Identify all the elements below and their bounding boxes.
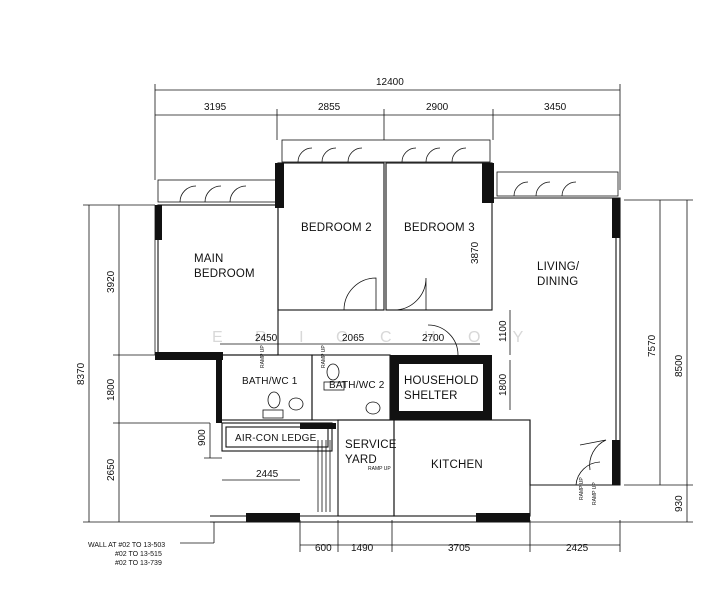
toilet-icon (326, 363, 340, 381)
svg-text:WALL AT #02 TO 13-503: WALL AT #02 TO 13-503 (88, 542, 165, 549)
dim-3705: 3705 (448, 543, 471, 554)
dim-right-chain: 7570 8500 930 (530, 199, 693, 523)
dim-2700: 2700 (422, 333, 445, 344)
dim-2900: 2900 (426, 102, 449, 113)
room-service-line2: YARD (345, 454, 377, 466)
dim-top-chain: 3195 2855 2900 3450 (155, 102, 620, 140)
room-living-line1: LIVING/ (537, 261, 580, 273)
dim-8370: 8370 (76, 362, 87, 385)
dim-interior: 2450 2065 2700 3870 1100 1800 2445 (220, 241, 511, 481)
dim-3450: 3450 (544, 102, 567, 113)
toilet-icon (267, 391, 281, 409)
dim-2650: 2650 (106, 458, 117, 481)
sink-icon (365, 401, 381, 415)
dim-2425: 2425 (566, 543, 589, 554)
dim-7570: 7570 (647, 334, 658, 357)
dim-2065: 2065 (342, 333, 365, 344)
dim-left-chain: 3920 1800 2650 (106, 205, 210, 522)
svg-text:RAMP UP: RAMP UP (592, 482, 598, 505)
fixtures (262, 363, 381, 419)
room-bath-1: BATH/WC 1 (242, 376, 298, 387)
room-shelter-line1: HOUSEHOLD (404, 375, 479, 387)
watermark: E R I C C H O Y (212, 329, 537, 346)
room-living-line2: DINING (537, 276, 578, 288)
svg-text:#02 TO 13-515: #02 TO 13-515 (115, 551, 162, 558)
room-bath-2: BATH/WC 2 (329, 380, 385, 391)
room-main-bedroom-line1: MAIN (194, 253, 224, 265)
dim-2450: 2450 (255, 333, 278, 344)
dim-left-total: 8370 (76, 204, 210, 523)
dim-8500: 8500 (674, 354, 685, 377)
dim-3195: 3195 (204, 102, 227, 113)
wall-notes: WALL AT #02 TO 13-503 #02 TO 13-515 #02 … (88, 522, 215, 567)
room-service-line1: SERVICE (345, 439, 397, 451)
room-bedroom-3: BEDROOM 3 (404, 222, 475, 234)
dim-1800-left: 1800 (106, 378, 117, 401)
door-swings (179, 147, 607, 486)
dim-1800-shelter: 1800 (498, 373, 509, 396)
room-aircon-ledge: AIR-CON LEDGE (235, 433, 317, 444)
room-labels: MAIN BEDROOM BEDROOM 2 BEDROOM 3 LIVING/… (194, 222, 580, 471)
structural-columns (155, 163, 620, 522)
dim-bottom-chain: 600 1490 3705 2425 (299, 520, 621, 554)
ramp-inline: RAMP UP (368, 466, 391, 472)
dim-2445: 2445 (256, 469, 279, 480)
room-main-bedroom-line2: BEDROOM (194, 268, 255, 280)
dim-2855: 2855 (318, 102, 341, 113)
dim-930: 930 (674, 495, 685, 512)
room-shelter-line2: SHELTER (404, 390, 458, 402)
dim-900: 900 (197, 423, 222, 459)
room-bedroom-2: BEDROOM 2 (301, 222, 372, 234)
sink-icon (288, 397, 304, 411)
dim-1490: 1490 (351, 543, 374, 554)
dim-total-width: 12400 (154, 77, 621, 190)
svg-text:900: 900 (197, 429, 208, 446)
svg-text:RAMP UP: RAMP UP (321, 345, 327, 368)
dim-600: 600 (315, 543, 332, 554)
svg-text:RAMP UP: RAMP UP (260, 345, 266, 368)
room-kitchen: KITCHEN (431, 459, 483, 471)
dim-12400: 12400 (376, 77, 404, 88)
ramp-labels: RAMP UP RAMP UP RAMP UP RAMP UP RAMP UP (260, 345, 598, 505)
dim-3920: 3920 (106, 270, 117, 293)
dim-1100: 1100 (498, 320, 509, 342)
dim-3870: 3870 (470, 241, 481, 264)
walls (154, 139, 621, 523)
svg-text:#02 TO 13-739: #02 TO 13-739 (115, 560, 162, 567)
svg-text:RAMP UP: RAMP UP (579, 477, 585, 500)
